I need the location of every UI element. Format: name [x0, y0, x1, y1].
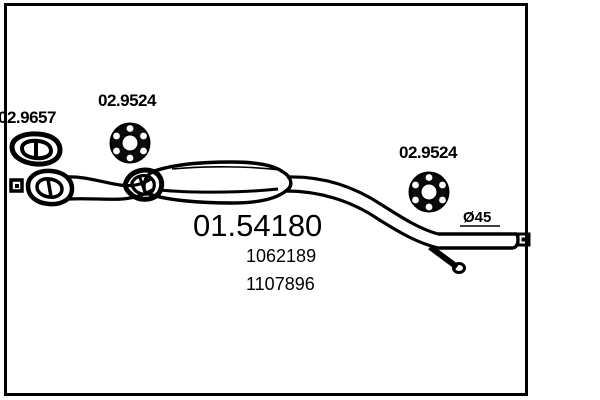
label-clamp-ring-right-02-9524: 02.9524	[399, 143, 457, 162]
label-clamp-ring-left-02-9524: 02.9524	[98, 91, 156, 110]
label-reference-number-1: 1062189	[246, 246, 317, 266]
silencer-body-01-54180	[142, 160, 293, 205]
label-gasket-02-9657: 02.9657	[0, 108, 56, 127]
gasket-oval-02-9657	[9, 131, 63, 167]
inlet-reference-marker	[9, 178, 24, 193]
hanger-bracket	[428, 244, 466, 274]
tail-pipe	[285, 175, 520, 250]
drawing-frame-border	[4, 3, 528, 396]
tail-pipe-end-cap	[516, 232, 531, 247]
label-diameter-45: Ø45	[463, 209, 492, 226]
clamp-ring-02-9524-right	[408, 171, 450, 213]
label-reference-number-2: 1107896	[246, 274, 315, 294]
label-main-part-number: 01.54180	[193, 208, 323, 243]
clamp-ring-02-9524-left	[109, 122, 151, 164]
